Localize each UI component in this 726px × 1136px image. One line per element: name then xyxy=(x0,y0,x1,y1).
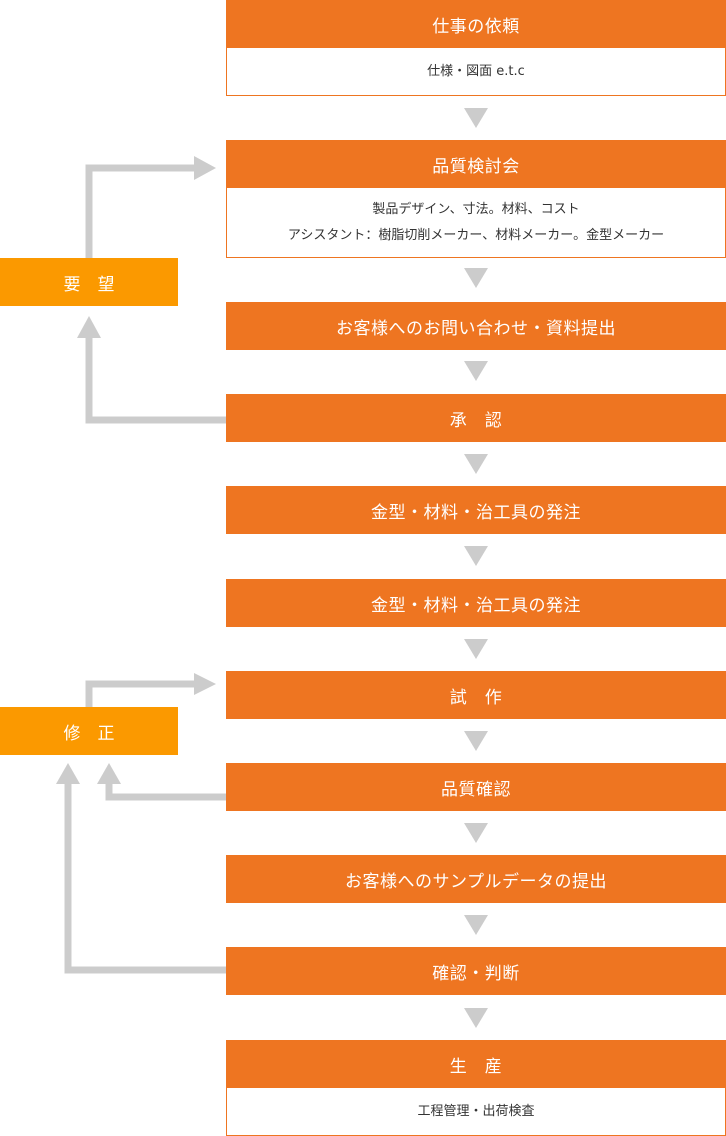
arrow-up-icon xyxy=(77,316,101,338)
down-arrow-icon xyxy=(464,639,488,659)
arrow-right-icon xyxy=(194,156,216,180)
connector-request-to-review xyxy=(85,164,196,258)
step-job-request-desc: 仕様・図面 e.t.c xyxy=(226,48,726,96)
down-arrow-icon xyxy=(464,823,488,843)
step-quality-check: 品質確認 xyxy=(226,763,726,811)
step-desc-line: 製品デザイン、寸法。材料、コスト xyxy=(372,201,580,217)
down-arrow-icon xyxy=(464,915,488,935)
step-judgement: 確認・判断 xyxy=(226,947,726,995)
connector-quality-check-to-revision xyxy=(105,782,226,801)
step-approval: 承 認 xyxy=(226,394,726,442)
down-arrow-icon xyxy=(464,1008,488,1028)
step-sample-data: お客様へのサンプルデータの提出 xyxy=(226,855,726,903)
step-job-request: 仕事の依頼 xyxy=(226,0,726,48)
connector-judgement-to-revision xyxy=(64,782,226,974)
step-production: 生 産 xyxy=(226,1040,726,1088)
down-arrow-icon xyxy=(464,731,488,751)
down-arrow-icon xyxy=(464,454,488,474)
side-box-revision: 修 正 xyxy=(0,707,178,755)
step-customer-inquiry: お客様へのお問い合わせ・資料提出 xyxy=(226,302,726,350)
down-arrow-icon xyxy=(464,268,488,288)
step-prototype: 試 作 xyxy=(226,671,726,719)
arrow-up-icon xyxy=(56,763,80,784)
down-arrow-icon xyxy=(464,546,488,566)
step-ordering-2: 金型・材料・治工具の発注 xyxy=(226,579,726,627)
side-box-request: 要 望 xyxy=(0,258,178,306)
step-quality-review: 品質検討会 xyxy=(226,140,726,188)
step-desc-line: 工程管理・出荷検査 xyxy=(417,1103,535,1119)
arrow-right-icon xyxy=(194,673,216,695)
arrow-up-icon xyxy=(97,763,121,784)
down-arrow-icon xyxy=(464,361,488,381)
step-desc-line: 仕様・図面 e.t.c xyxy=(427,63,525,79)
connector-approval-to-request xyxy=(85,336,226,424)
step-quality-review-desc: 製品デザイン、寸法。材料、コスト アシスタント：樹脂切削メーカー、材料メーカー。… xyxy=(226,188,726,258)
step-desc-line: アシスタント：樹脂切削メーカー、材料メーカー。金型メーカー xyxy=(287,227,665,243)
down-arrow-icon xyxy=(464,108,488,128)
connector-revision-to-prototype xyxy=(85,680,196,707)
step-ordering-1: 金型・材料・治工具の発注 xyxy=(226,486,726,534)
step-production-desc: 工程管理・出荷検査 xyxy=(226,1088,726,1136)
